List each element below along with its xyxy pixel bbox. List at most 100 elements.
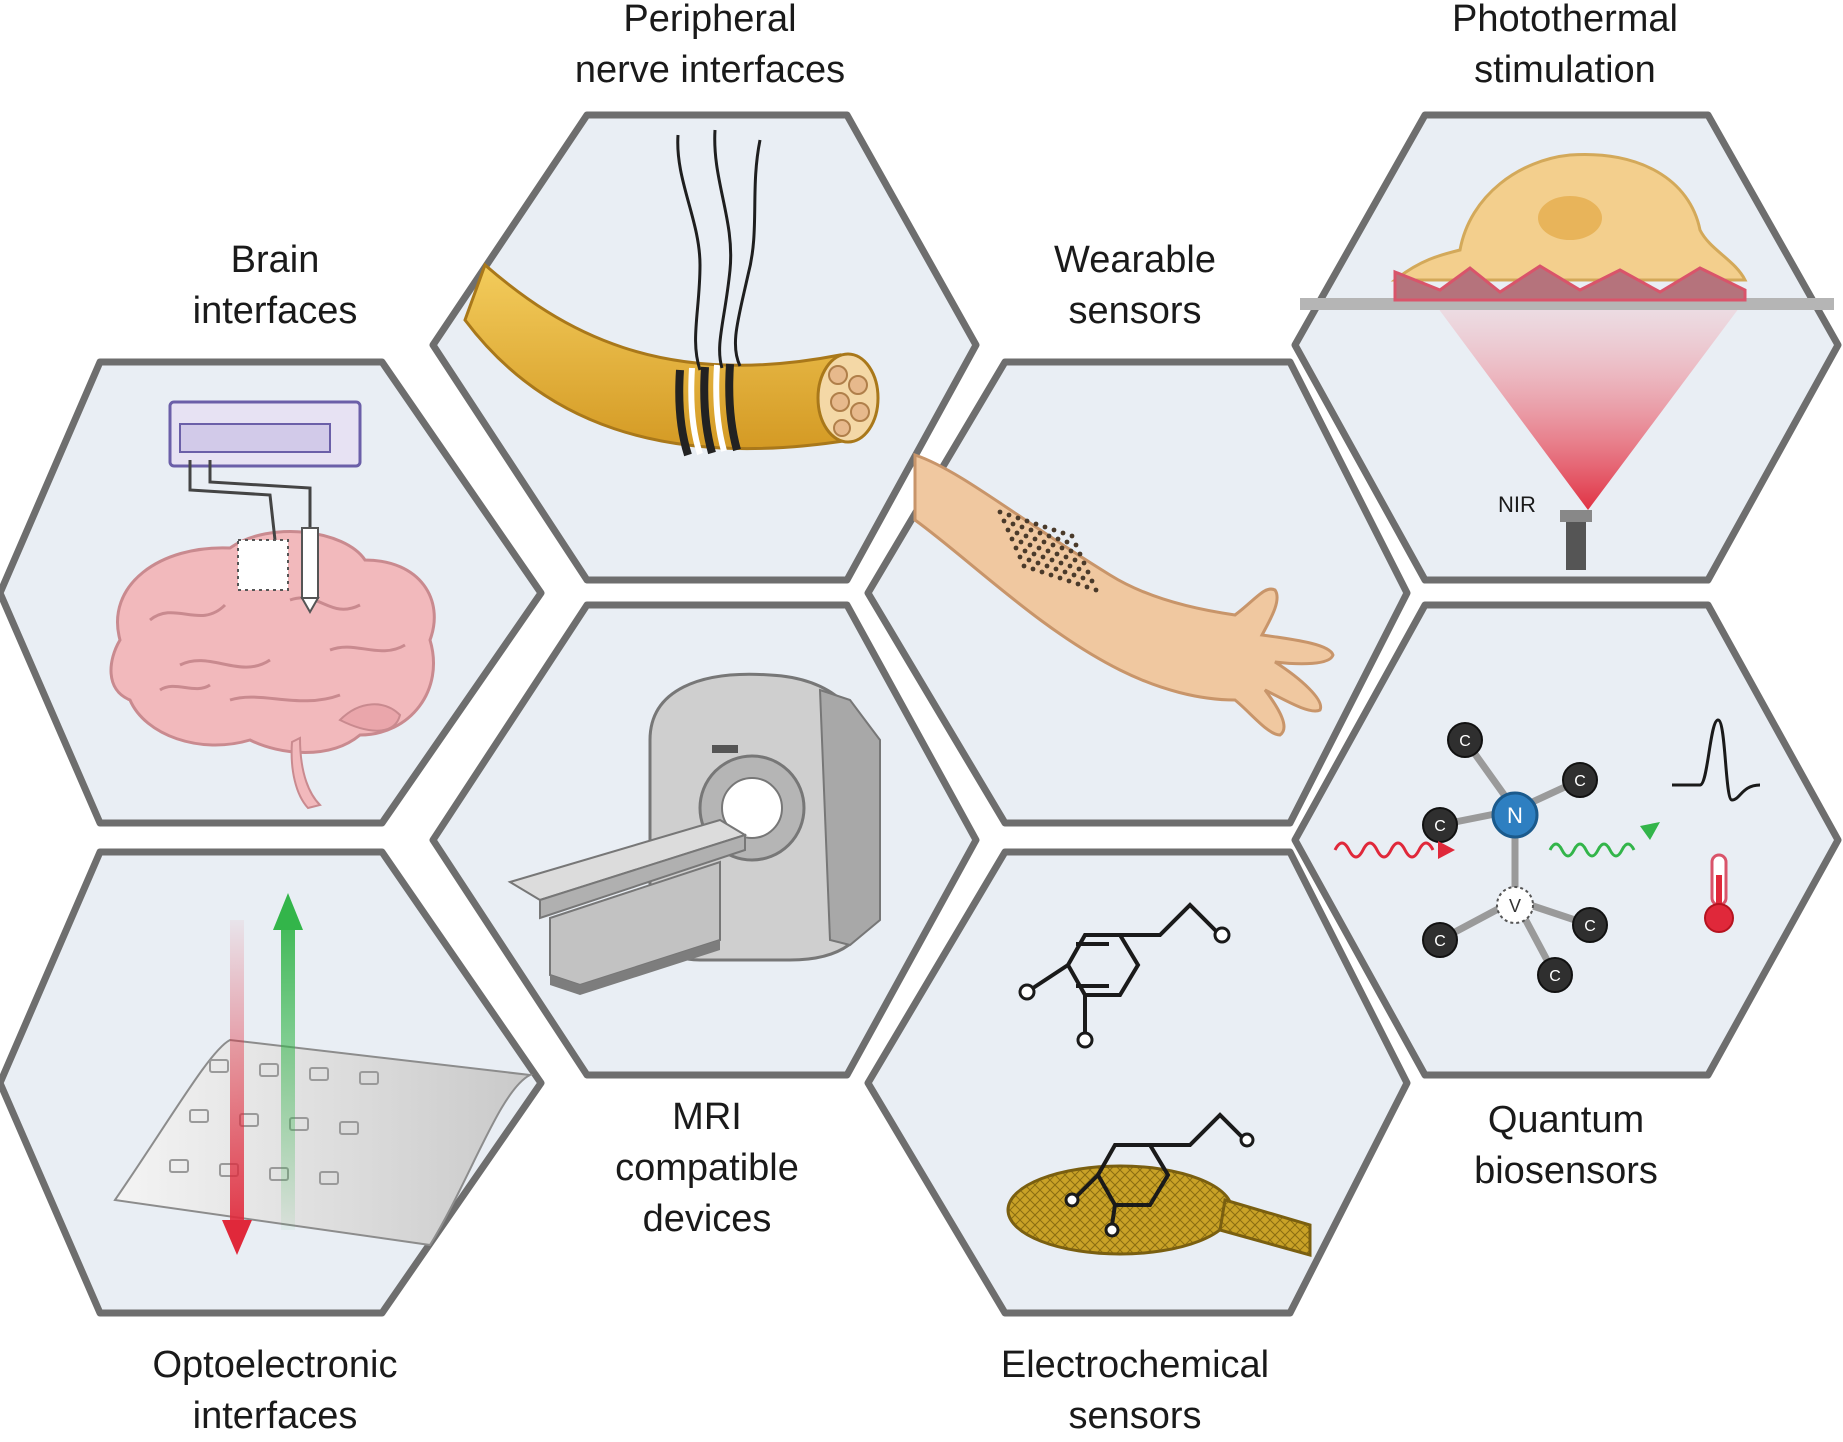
hex-electrochemical-sensors xyxy=(864,848,1411,1317)
label-line: Photothermal xyxy=(1451,0,1678,40)
label-line: interfaces xyxy=(192,1395,358,1437)
nir-label: NIR xyxy=(1498,492,1536,517)
sensor-dot xyxy=(1041,539,1047,545)
sensor-dot xyxy=(1069,533,1075,539)
label-line: sensors xyxy=(1068,290,1202,332)
sensor-dot xyxy=(1059,545,1065,551)
sensor-dot xyxy=(1037,530,1043,536)
sensor-dot xyxy=(1033,521,1039,527)
label-line: Wearable xyxy=(1054,239,1216,281)
sensor-dot xyxy=(1039,569,1045,575)
carbon-atom-label: C xyxy=(1584,918,1596,935)
label-photothermal-stimulation: Photothermal stimulation xyxy=(1355,0,1775,96)
label-line: compatible xyxy=(615,1147,799,1189)
label-line: interfaces xyxy=(192,290,358,332)
sensor-dot xyxy=(1032,536,1038,542)
hex-quantum-biosensors xyxy=(1291,601,1842,1079)
sensor-dot xyxy=(1058,560,1064,566)
label-quantum-biosensors: Quantum biosensors xyxy=(1356,1095,1776,1197)
sensor-dot xyxy=(1050,542,1056,548)
label-line: nerve interfaces xyxy=(574,49,846,91)
sensor-dot xyxy=(1005,527,1011,533)
sensor-dot xyxy=(1042,524,1048,530)
sensor-dot xyxy=(1015,515,1021,521)
sensor-dot xyxy=(1044,563,1050,569)
sensor-dot xyxy=(1089,578,1095,584)
sensor-dot xyxy=(1028,527,1034,533)
brain-illustration xyxy=(109,400,436,810)
sensor-dot xyxy=(1060,530,1066,536)
sensor-dot xyxy=(1023,533,1029,539)
label-line: biosensors xyxy=(1474,1150,1658,1192)
label-electrochemical-sensors: Electrochemical sensors xyxy=(925,1340,1345,1442)
label-optoelectronic-interfaces: Optoelectronic interfaces xyxy=(65,1340,485,1442)
label-line: MRI xyxy=(672,1096,742,1138)
sensor-dot xyxy=(1036,545,1042,551)
sensor-dot xyxy=(1073,542,1079,548)
sensor-dot xyxy=(1062,569,1068,575)
label-line: stimulation xyxy=(1474,49,1656,91)
label-line: Optoelectronic xyxy=(152,1344,398,1386)
sensor-dot xyxy=(1035,560,1041,566)
sensor-dot xyxy=(1017,554,1023,560)
carbon-atom-label: C xyxy=(1434,818,1446,835)
sensor-dot xyxy=(1057,575,1063,581)
sensor-dot xyxy=(1053,566,1059,572)
peripheral-nerve-illustration xyxy=(463,129,880,457)
sensor-dot xyxy=(1019,524,1025,530)
sensor-dot xyxy=(1072,557,1078,563)
label-mri-compatible-devices: MRI compatible devices xyxy=(497,1092,917,1245)
sensor-dot xyxy=(1013,545,1019,551)
sensor-dot xyxy=(1031,551,1037,557)
sensor-dot xyxy=(1054,551,1060,557)
sensor-dot xyxy=(1010,521,1016,527)
sensor-dot xyxy=(1071,572,1077,578)
sensor-dot xyxy=(1001,518,1007,524)
sensor-dot xyxy=(1075,581,1081,587)
label-line: Electrochemical xyxy=(1000,1344,1270,1386)
quantum-illustration: C C C C C C N V xyxy=(1333,718,1761,993)
carbon-atom-label: C xyxy=(1574,773,1586,790)
sensor-dot xyxy=(1063,554,1069,560)
label-peripheral-nerve-interfaces: Peripheral nerve interfaces xyxy=(500,0,920,96)
wearable-arm-illustration xyxy=(913,452,1335,737)
sensor-dot xyxy=(1085,569,1091,575)
sensor-dot xyxy=(1093,587,1099,593)
sensor-dot xyxy=(1024,518,1030,524)
sensor-dot xyxy=(1081,560,1087,566)
label-line: Quantum xyxy=(1487,1099,1645,1141)
sensor-dot xyxy=(1066,578,1072,584)
sensor-dot xyxy=(1055,536,1061,542)
carbon-atom-label: C xyxy=(1549,968,1561,985)
sensor-dot xyxy=(1080,575,1086,581)
sensor-dot xyxy=(1021,563,1027,569)
optoelectronic-illustration xyxy=(113,893,534,1255)
mri-illustration xyxy=(507,672,881,995)
sensor-dot xyxy=(1014,530,1020,536)
sensor-dot xyxy=(1030,566,1036,572)
vacancy-label: V xyxy=(1509,896,1521,916)
sensor-dot xyxy=(1077,551,1083,557)
sensor-dot xyxy=(1006,512,1012,518)
sensor-dot xyxy=(1048,572,1054,578)
nitrogen-atom-label: N xyxy=(1507,803,1523,828)
photothermal-illustration: NIR xyxy=(1300,152,1834,570)
sensor-dot xyxy=(1051,527,1057,533)
sensor-dot xyxy=(1049,557,1055,563)
sensor-dot xyxy=(1068,548,1074,554)
sensor-dot xyxy=(1027,542,1033,548)
label-line: sensors xyxy=(1068,1395,1202,1437)
hex-peripheral-nerve xyxy=(429,111,980,584)
sensor-dot xyxy=(1022,548,1028,554)
sensor-dot xyxy=(1064,539,1070,545)
sensor-dot xyxy=(997,509,1003,515)
sensor-dot xyxy=(1026,557,1032,563)
electrochemical-illustration xyxy=(1006,902,1312,1257)
sensor-dot-array xyxy=(997,509,1099,593)
sensor-dot xyxy=(1045,548,1051,554)
label-line: Peripheral xyxy=(623,0,797,40)
sensor-dot xyxy=(1067,563,1073,569)
label-line: devices xyxy=(642,1198,772,1240)
sensor-dot xyxy=(1046,533,1052,539)
